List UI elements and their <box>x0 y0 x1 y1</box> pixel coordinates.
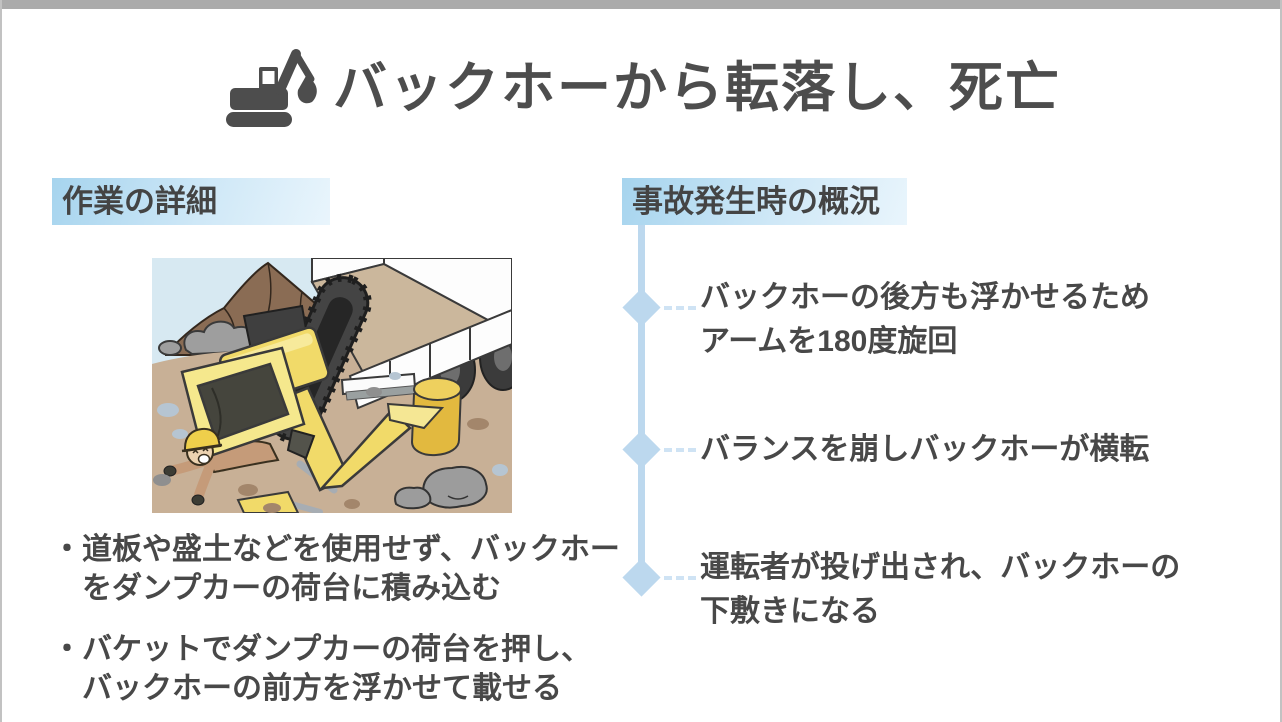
timeline-diamond <box>622 288 661 327</box>
bullet-marker: ・ <box>52 533 82 566</box>
rock-cluster-left <box>158 320 254 356</box>
drum-bucket <box>410 377 463 457</box>
timeline-item-line: バランスを崩しバックホーが横転 <box>700 433 1150 466</box>
list-item: ・ バケットでダンプカーの荷台を押し、 バックホーの前方を浮かせて載せる <box>52 630 652 708</box>
bullet-line: バケットでダンプカーの荷台を押し、 <box>82 633 592 666</box>
bullet-line: 道板や盛土などを使用せず、バックホー <box>82 533 620 566</box>
pebbles <box>153 372 508 513</box>
timeline-item: 運転者が投げ出され、バックホーの 下敷きになる <box>700 546 1220 634</box>
page-title: バックホーから転落し、死亡 <box>333 58 1061 118</box>
timeline-line <box>638 225 645 581</box>
bullet-marker: ・ <box>52 633 82 666</box>
section-header-work-details: 作業の詳細 <box>52 178 330 225</box>
screen-edge-right <box>1280 0 1282 722</box>
title-row: バックホーから転落し、死亡 <box>0 42 1282 134</box>
list-item: ・ 道板や盛土などを使用せず、バックホー をダンプカーの荷台に積み込む <box>52 530 652 608</box>
section-header-accident-overview: 事故発生時の概況 <box>622 178 907 225</box>
bullet-line: バックホーの前方を浮かせて載せる <box>82 672 562 705</box>
timeline-item-line: 運転者が投げ出され、バックホーの <box>700 551 1181 584</box>
timeline-connector <box>664 448 696 452</box>
timeline-item-line: バックホーの後方も浮かせるため <box>700 281 1150 314</box>
accident-illustration <box>152 258 512 513</box>
work-detail-bullets: ・ 道板や盛土などを使用せず、バックホー をダンプカーの荷台に積み込む ・ バケ… <box>52 530 652 708</box>
timeline-connector <box>664 306 696 310</box>
timeline-item-line: アームを180度旋回 <box>700 325 958 358</box>
timeline-item-line: 下敷きになる <box>700 595 880 628</box>
screen-edge-top <box>0 0 1282 9</box>
timeline-item: バックホーの後方も浮かせるため アームを180度旋回 <box>700 276 1220 364</box>
bullet-line: をダンプカーの荷台に積み込む <box>82 572 502 605</box>
excavator-icon <box>226 49 317 127</box>
timeline-diamond <box>622 430 661 469</box>
timeline-connector <box>664 576 696 580</box>
rock-cluster-right <box>394 466 488 510</box>
worker <box>163 427 223 506</box>
screen-edge-left <box>0 0 2 722</box>
timeline-item: バランスを崩しバックホーが横転 <box>700 428 1220 472</box>
